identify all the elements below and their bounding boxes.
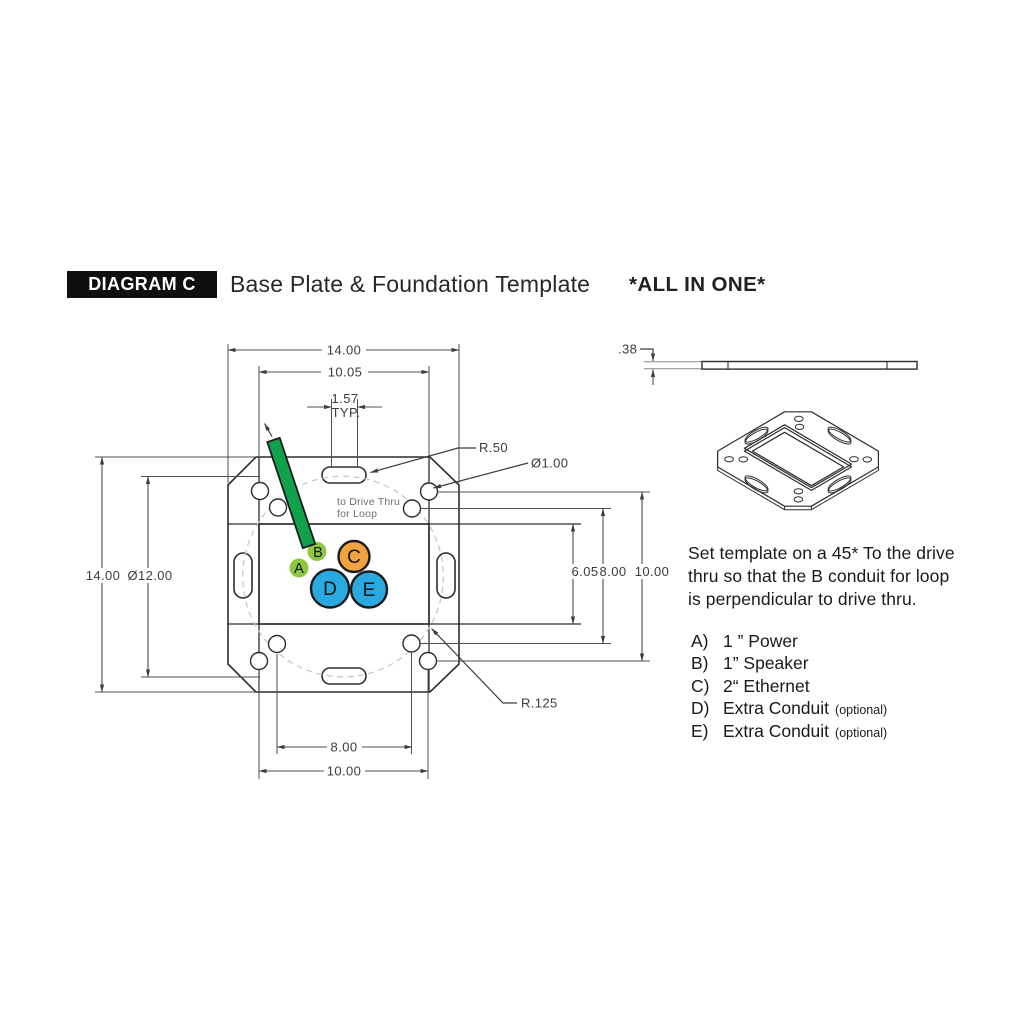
legend-optional-note: (optional) (835, 725, 888, 740)
plate-side-view (640, 348, 918, 385)
dim-corner-radius: R.125 (521, 696, 558, 711)
dim-slot-pitch-note: TYP. (332, 405, 361, 420)
legend-item-b: B) 1” Speaker (691, 653, 887, 675)
conduit-a (289, 558, 309, 578)
slot-right (436, 552, 456, 599)
legend-key: C) (691, 675, 710, 696)
legend-label: Extra Conduit (723, 698, 830, 719)
dim-left-height: 14.00 (86, 568, 121, 583)
dim-hole-pitch-right: 8.00 (600, 564, 627, 579)
side-view-plate (701, 360, 918, 370)
iso-holes (724, 415, 873, 503)
conduit-b-pipe (266, 436, 317, 550)
dim-outer-pitch-bottom: 10.00 (327, 764, 362, 779)
slot-top (321, 466, 367, 484)
slot-bottom (321, 667, 367, 685)
legend-key: E) (691, 720, 709, 741)
drive-thru-direction-arrow (263, 423, 273, 437)
legend-label: 2“ Ethernet (723, 675, 810, 696)
dim-outer-pitch-right: 10.00 (635, 564, 670, 579)
legend-key: B) (691, 653, 709, 674)
dim-slot-pitch: 1.57 (332, 391, 359, 406)
instruction-line3: is perpendicular to drive thru. (688, 589, 917, 609)
conduit-group: A B C D E (263, 423, 389, 609)
instruction-line1: Set template on a 45* To the drive (688, 543, 955, 563)
legend-item-a: A) 1 ” Power (691, 631, 887, 653)
conduit-d-label: D (323, 579, 337, 600)
page-title-emphasis: *ALL IN ONE* (629, 273, 766, 296)
legend-label: 1” Speaker (723, 653, 809, 674)
leader-r125 (431, 628, 517, 704)
legend-optional-note: (optional) (835, 703, 888, 718)
legend-item-e: E) Extra Conduit (optional) (691, 721, 887, 743)
dim-top-inner-width: 10.05 (328, 365, 363, 380)
dimension-labels: 14.00 10.05 1.57 TYP. 14.00 Ø12.00 6.05 … (84, 342, 671, 779)
dim-hole-pitch-bottom: 8.00 (331, 740, 358, 755)
instruction-line2: thru so that the B conduit for loop (688, 566, 950, 586)
conduit-a-label: A (294, 561, 304, 577)
plate-note-line1: to Drive Thru (337, 496, 400, 508)
plate-note-line2: for Loop (337, 508, 377, 520)
bolt-circle (242, 475, 444, 678)
conduit-e-label: E (363, 580, 376, 601)
legend-key: A) (691, 631, 709, 651)
dim-top-width: 14.00 (327, 343, 362, 358)
conduit-c-label: C (347, 547, 361, 568)
center-opening (258, 523, 430, 625)
legend-label: 1 ” Power (723, 631, 798, 651)
legend-item-d: D) Extra Conduit (optional) (691, 698, 887, 720)
dim-hole-dia: Ø1.00 (531, 456, 568, 471)
iso-slots (744, 426, 852, 494)
dim-thickness: .38 (618, 342, 637, 357)
dim-bolt-circle: Ø12.00 (127, 568, 172, 583)
instruction-paragraph: Set template on a 45* To the drive thru … (688, 542, 978, 611)
conduit-b (307, 542, 327, 561)
plate-isometric-view (716, 411, 880, 511)
leader-lines (370, 447, 529, 704)
leader-hole-dia (433, 462, 529, 489)
conduit-legend: A) 1 ” Power B) 1” Speaker C) 2“ Etherne… (691, 631, 887, 743)
page-title: Base Plate & Foundation Template (230, 271, 591, 297)
extension-lines (95, 344, 650, 779)
legend-key: D) (691, 698, 710, 719)
conduit-c (337, 539, 371, 574)
dim-slot-radius: R.50 (479, 440, 508, 455)
conduit-e (349, 570, 389, 609)
diagram-badge: DIAGRAM C (67, 271, 217, 298)
legend-item-c: C) 2“ Ethernet (691, 676, 887, 698)
dim-opening-height: 6.05 (572, 564, 599, 579)
conduit-d (309, 568, 351, 609)
legend-label: Extra Conduit (723, 720, 830, 741)
conduit-b-label: B (313, 545, 323, 561)
leader-r50 (370, 447, 476, 474)
